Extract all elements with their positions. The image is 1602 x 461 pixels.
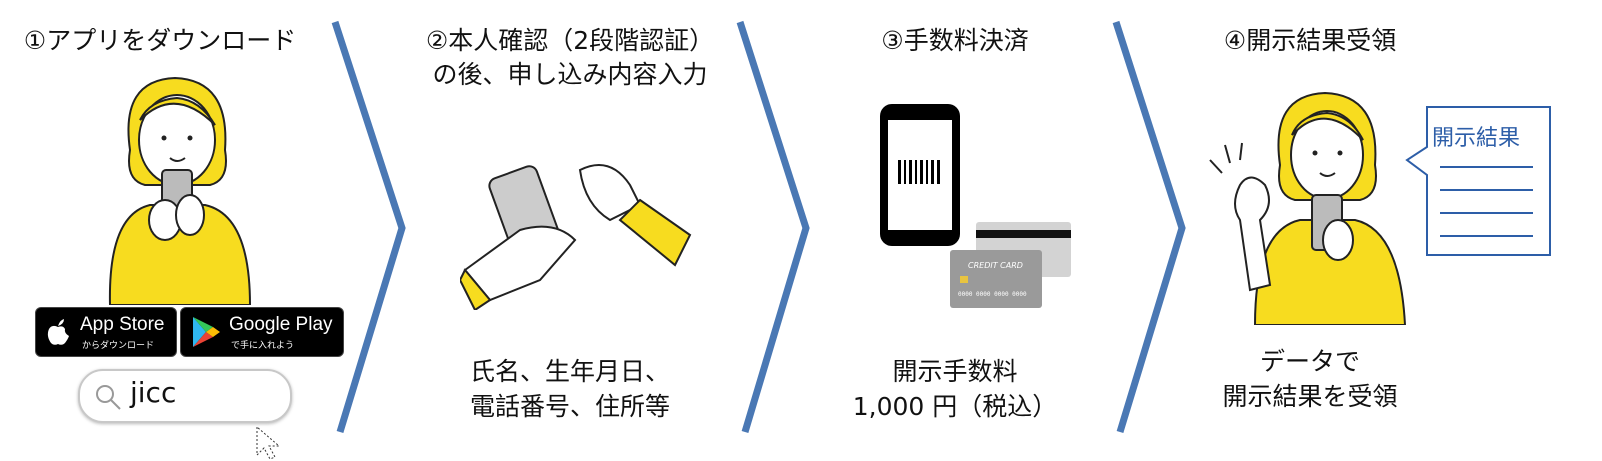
step4-caption-line1: データで — [1259, 347, 1360, 376]
step2-caption-line1: 氏名、生年月日、 — [469, 357, 670, 386]
app-store-label: App Store — [80, 314, 165, 335]
result-document-bubble — [1405, 106, 1551, 256]
step4-caption-line2: 開示結果を受領 — [1222, 382, 1398, 411]
app-store-sub: からダウンロード — [82, 341, 155, 351]
google-play-label: Google Play — [229, 314, 333, 335]
step3-title: ③手数料決済 — [881, 26, 1029, 55]
chevron-1 — [331, 20, 406, 434]
card-number: 0000 0000 0000 0000 — [958, 291, 1027, 298]
step3-caption-line1: 開示手数料 — [892, 357, 1018, 386]
chevron-2 — [736, 20, 810, 434]
app-store-button[interactable]: App Store からダウンロード — [35, 307, 177, 357]
step1-title: ①アプリをダウンロード — [23, 26, 297, 55]
apple-icon — [47, 319, 69, 345]
search-icon — [96, 385, 121, 410]
woman-ok-sign-illustration — [1209, 91, 1407, 325]
phone-barcode-illustration — [880, 104, 960, 246]
step4-title: ④開示結果受領 — [1223, 26, 1397, 55]
google-play-button[interactable]: Google Play で手に入れよう — [180, 307, 344, 357]
google-play-sub: で手に入れよう — [231, 341, 295, 351]
card-label: CREDIT CARD — [968, 261, 1023, 270]
step2-title-line1: ②本人確認（2段階認証） — [425, 26, 715, 55]
search-value: jicc — [130, 376, 177, 409]
woman-with-phone-illustration — [108, 76, 252, 305]
google-play-icon — [193, 317, 220, 347]
search-input[interactable]: jicc — [78, 369, 292, 423]
cursor-icon — [256, 425, 281, 460]
credit-card-icon: CREDIT CARD 0000 0000 0000 0000 — [950, 222, 1071, 308]
chevron-3 — [1112, 20, 1186, 434]
hands-with-phone-illustration — [460, 164, 692, 310]
result-document-label: 開示結果 — [1432, 126, 1521, 151]
step2-caption-line2: 電話番号、住所等 — [469, 392, 670, 421]
step2-title-line2: の後、申し込み内容入力 — [432, 60, 708, 89]
step3-caption-line2: 1,000 円（税込） — [852, 392, 1058, 421]
